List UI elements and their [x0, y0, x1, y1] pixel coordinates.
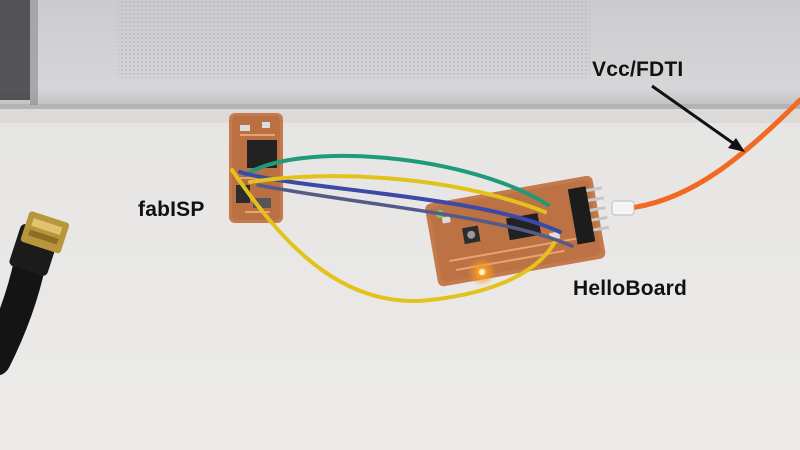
- pin-header: [567, 186, 610, 245]
- vcc-fdti-label: Vcc/FDTI: [592, 58, 684, 81]
- vcc-wire: [611, 97, 800, 216]
- jumper-wires: [230, 153, 574, 303]
- helloboard-label: HelloBoard: [573, 277, 688, 300]
- fabisp-label: fabISP: [138, 198, 205, 221]
- usb-cable: [0, 211, 70, 376]
- annotation-arrow: [651, 84, 745, 152]
- laptop: [0, 0, 800, 109]
